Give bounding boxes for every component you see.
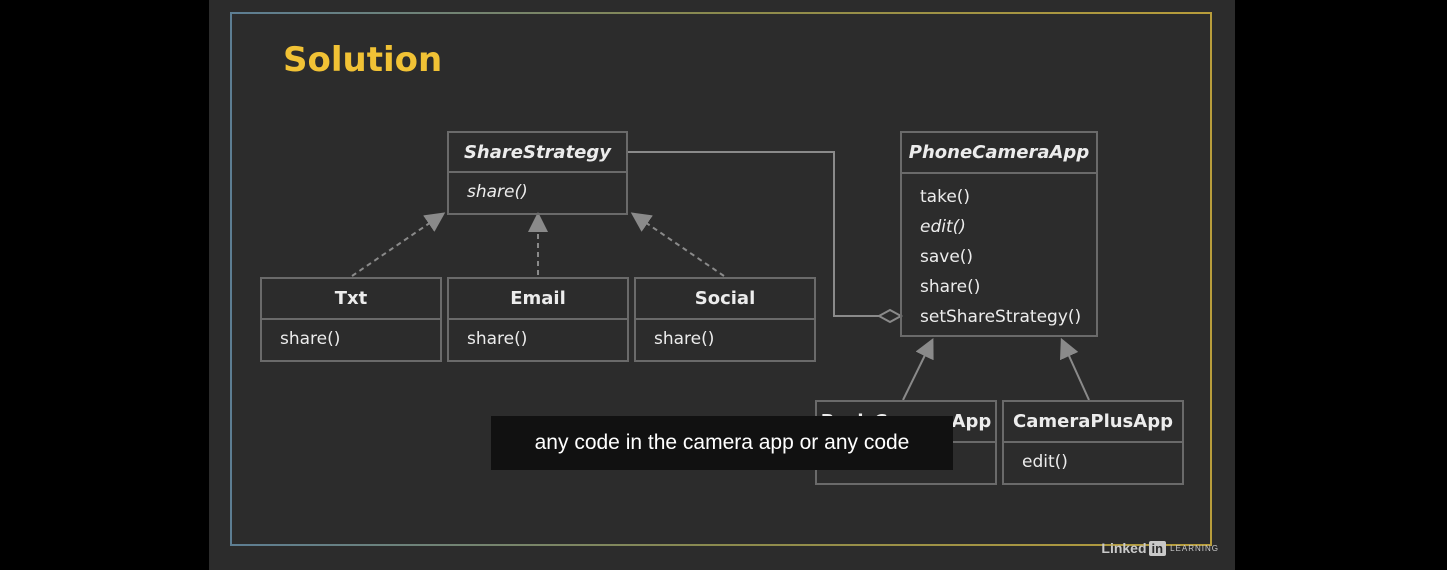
txt-class: Txt share()	[260, 277, 442, 362]
share-strategy-class: ShareStrategy share()	[447, 131, 628, 215]
linkedin-learning-logo: Linked in LEARNING	[1101, 540, 1219, 556]
method: share()	[920, 277, 981, 297]
slide: Solution ShareStrategy share() Txt share…	[209, 0, 1235, 570]
method: save()	[920, 247, 974, 267]
txt-realizes-arrow	[351, 212, 446, 277]
brand-in: in	[1148, 540, 1167, 556]
social-class: Social share()	[634, 277, 816, 362]
plus-inherits-arrow	[1060, 337, 1090, 401]
subtitle-caption: any code in the camera app or any code	[491, 416, 953, 470]
method: take()	[920, 187, 971, 207]
phone-camera-app-class: PhoneCameraApp take() edit() save() shar…	[900, 131, 1098, 337]
class-name: Email	[449, 279, 627, 320]
aggregation-line	[628, 151, 881, 317]
basic-inherits-arrow	[902, 338, 934, 401]
method: edit()	[1022, 452, 1068, 472]
social-realizes-arrow	[630, 212, 725, 277]
method: share()	[654, 329, 715, 349]
class-name: ShareStrategy	[449, 133, 626, 173]
aggregation-diamond	[876, 308, 904, 324]
brand-linked: Linked	[1101, 540, 1147, 556]
method: share()	[467, 182, 528, 202]
email-class: Email share()	[447, 277, 629, 362]
class-name: PhoneCameraApp	[902, 133, 1096, 174]
method: edit()	[920, 217, 966, 237]
slide-title: Solution	[283, 40, 443, 80]
brand-learning: LEARNING	[1170, 543, 1219, 553]
method: share()	[467, 329, 528, 349]
camera-plus-app-class: CameraPlusApp edit()	[1002, 400, 1184, 485]
class-name: Social	[636, 279, 814, 320]
method: setShareStrategy()	[920, 307, 1082, 327]
class-name: CameraPlusApp	[1004, 402, 1182, 443]
class-name: Txt	[262, 279, 440, 320]
method: share()	[280, 329, 341, 349]
